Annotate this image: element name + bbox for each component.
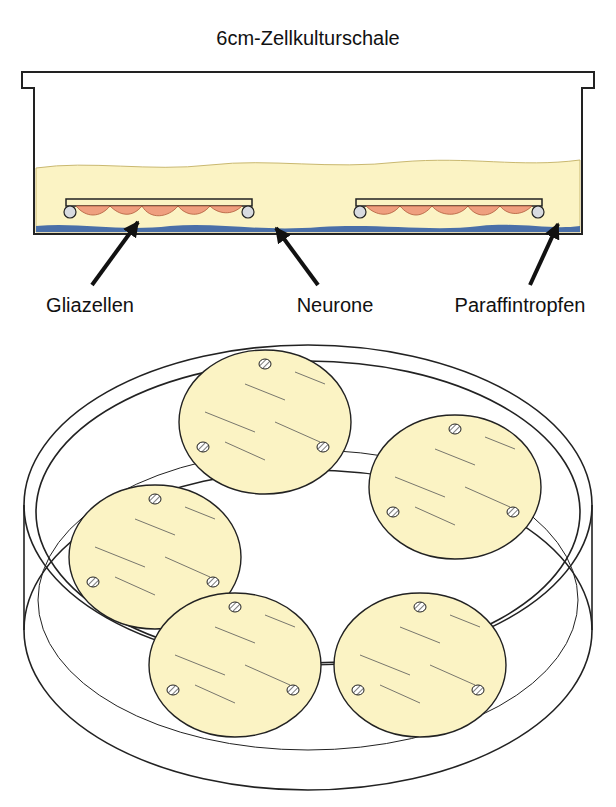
label-anchor: Paraffintropfen bbox=[455, 294, 586, 317]
label-anchor: Gliazellen bbox=[46, 294, 134, 317]
figure-title-anchor: 6cm-Zellkulturschale bbox=[216, 27, 399, 50]
leader-arrows bbox=[92, 222, 558, 285]
part-label: Neurone bbox=[297, 294, 374, 317]
dish-perspective bbox=[24, 345, 592, 790]
figure-title: 6cm-Zellkulturschale bbox=[216, 27, 399, 50]
label-anchor: Neurone bbox=[297, 294, 374, 317]
part-label: Gliazellen bbox=[46, 294, 134, 317]
part-label: Paraffintropfen bbox=[455, 294, 586, 317]
coverslips bbox=[69, 350, 541, 737]
dish-cross-section bbox=[22, 72, 594, 234]
